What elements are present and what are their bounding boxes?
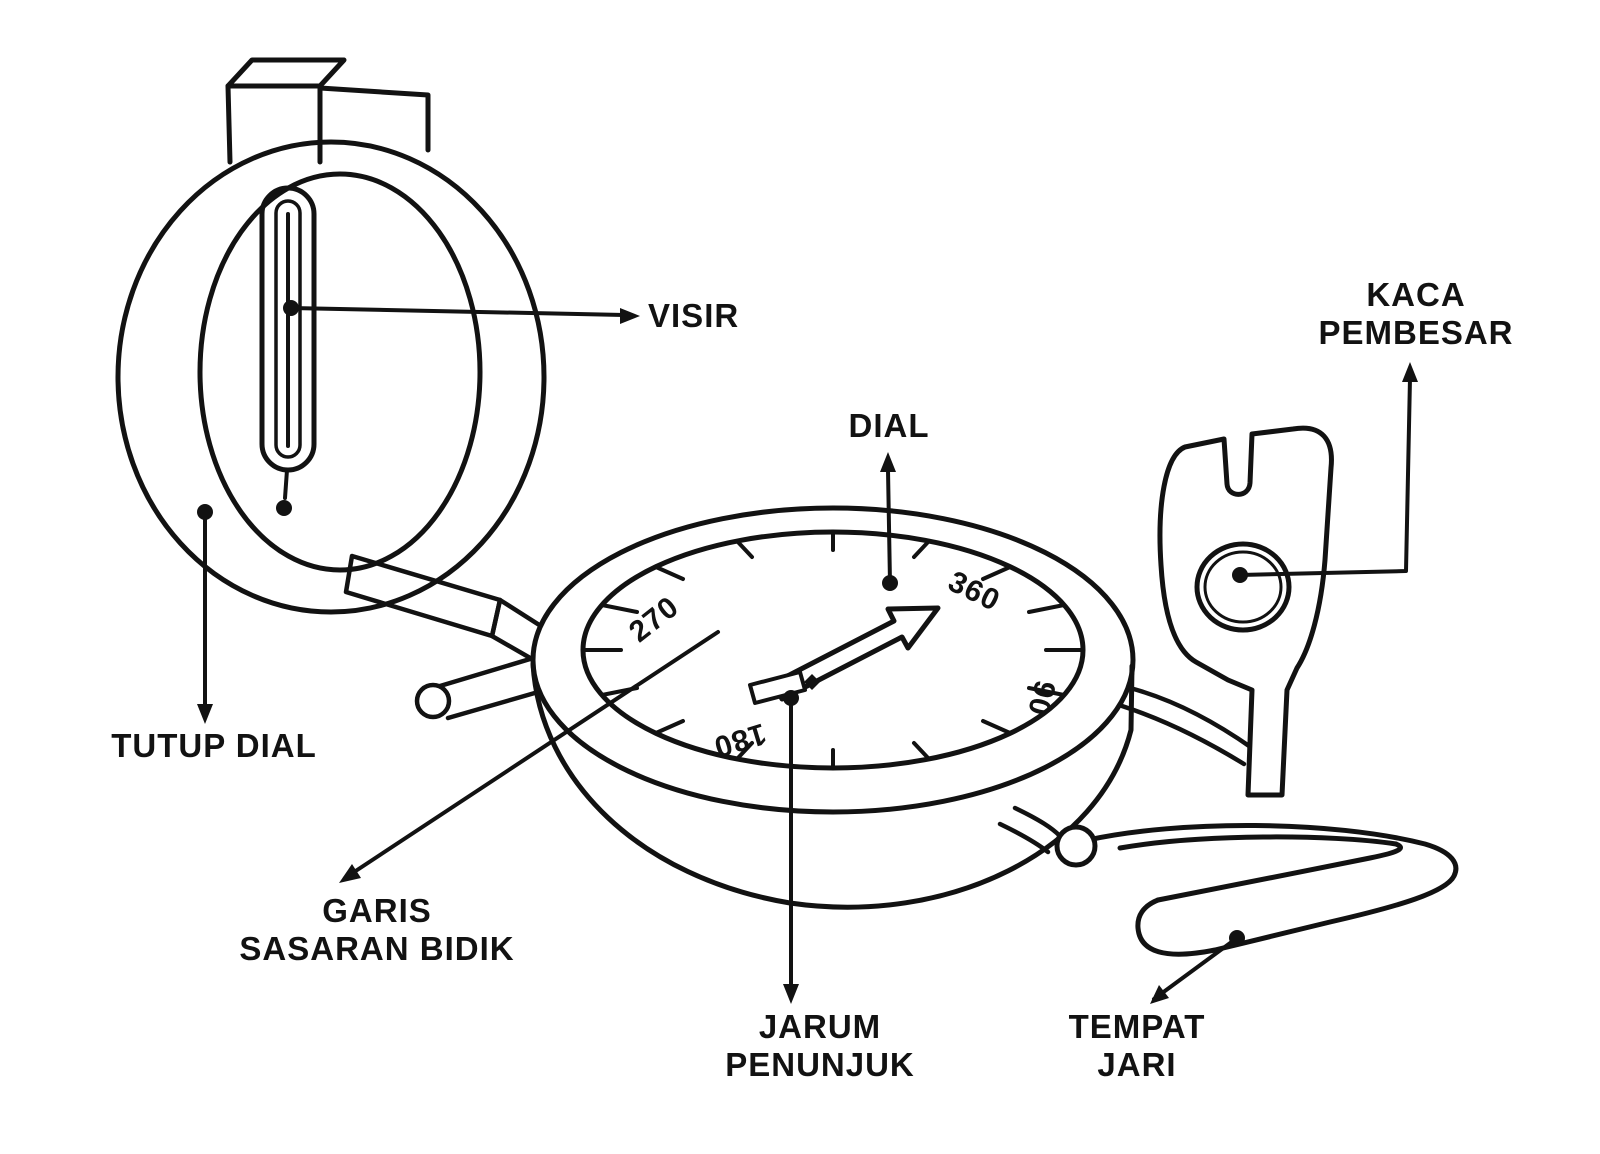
needle-pivot-jewel [804,674,820,690]
cover-inner-rim [197,171,483,573]
label-garis-sasaran-bidik: GARIS SASARAN BIDIK [239,892,514,968]
callout-arrowheads [197,308,1418,1004]
tutup-dial-anchor-dot [197,504,213,520]
visir-arrowhead [620,308,640,324]
tempat-jari-anchor-dot [1229,930,1245,946]
dial-leader [886,468,892,585]
sight-wire-bead [276,500,292,516]
dial-cover [115,57,547,615]
loop-inner-edge [1117,834,1403,903]
tempat-jari-leader [1152,936,1239,1001]
kaca-pembesar-leader [1238,376,1412,577]
bracket-arm-bottom-edge [1119,703,1247,767]
label-tutup-dial-text: TUTUP DIAL [111,727,317,764]
kaca-pembesar-anchor-dot [1232,567,1248,583]
callout-dots [197,300,1248,946]
kaca-pembesar-arrowhead [1402,362,1418,382]
bracket-arm-top-edge [1127,685,1255,751]
label-kaca-line2: PEMBESAR [1318,314,1514,351]
dial-ticks [581,530,1085,770]
hinge-pivot [414,682,452,720]
label-tempat-line2: JARI [1097,1046,1177,1083]
tempat-arrowhead [1150,985,1169,1004]
label-jarum-line1: JARUM [758,1008,882,1045]
label-kaca-pembesar: KACA PEMBESAR [1318,276,1513,352]
label-tempat-line1: TEMPAT [1068,1008,1206,1045]
sight-wire-stem [283,468,289,500]
cover-hinge-block-front [225,83,323,165]
sight-slot-inner [274,199,302,459]
garis-sasaran-bidik-leader [343,630,720,880]
jarum-penunjuk-anchor-dot [783,690,799,706]
visir-leader [289,306,626,317]
cover-hinge-block-top [225,57,347,89]
label-jarum-line2: PENUNJUK [725,1046,915,1083]
magnifier-lens-outer [1194,541,1292,633]
label-jarum-penunjuk: JARUM PENUNJUK [725,1008,915,1084]
compass-body: 270 360 180 90 [530,505,1136,910]
jarum-arrowhead [783,984,799,1004]
label-garis-line1: GARIS [322,892,432,929]
tutup-dial-arrowhead [197,704,213,724]
label-visir-text: VISIR [648,297,740,334]
loop-lug-bottom-edge [997,821,1051,855]
lens-bracket-assembly [1119,425,1334,798]
label-kaca-line1: KACA [1366,276,1466,313]
label-dial-text: DIAL [848,407,930,444]
garis-arrowhead [339,864,361,883]
loop-rivet [1054,824,1098,868]
cover-hinge-block-right [317,85,431,153]
label-visir: VISIR [648,297,739,335]
label-tutup-dial: TUTUP DIAL [111,727,317,765]
label-garis-line2: SASARAN BIDIK [239,930,515,967]
label-tempat-jari: TEMPAT JARI [1069,1008,1206,1084]
thumb-loop [997,805,1459,957]
dial-anchor-dot [882,575,898,591]
visir-anchor-dot [283,300,299,316]
lens-bracket [1157,425,1334,798]
magnifier-lens-inner [1203,550,1283,624]
label-dial: DIAL [849,407,930,445]
loop-lug-top-edge [1012,805,1063,839]
dial-arrowhead [880,452,896,472]
callout-lines [203,306,1412,1001]
loop-outer-edge [1085,822,1459,957]
